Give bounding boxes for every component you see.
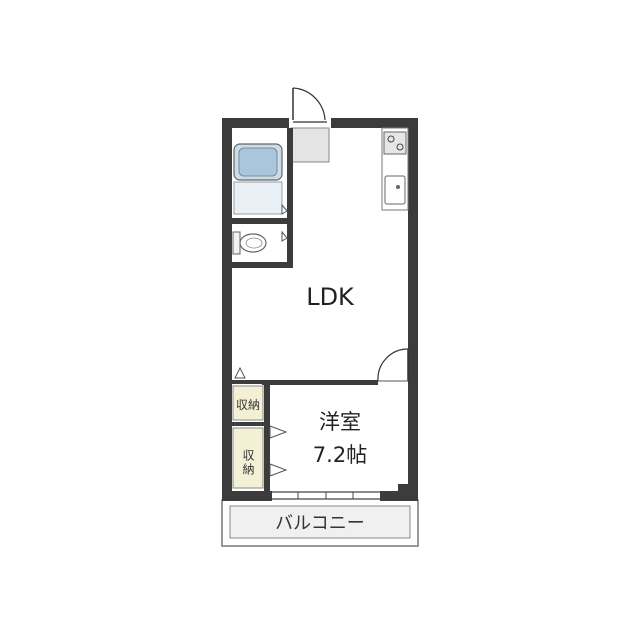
storage-lower-label: 収納	[241, 449, 255, 477]
corner-column	[398, 484, 408, 492]
bathroom	[233, 143, 288, 215]
bath-block-walls	[232, 128, 293, 268]
storage-lower: 収納	[232, 425, 288, 489]
storage-upper-label: 収納	[236, 398, 260, 412]
entrance	[290, 87, 330, 163]
storage-upper: 収納	[232, 385, 264, 421]
bathtub-icon	[233, 143, 283, 181]
balcony-window	[272, 489, 380, 503]
opening-marker-icon	[234, 366, 246, 379]
western-room-door	[377, 348, 409, 382]
balcony-label: バルコニー	[275, 513, 365, 534]
western-room-size: 7.2帖	[313, 443, 367, 467]
entrance-door	[292, 87, 326, 121]
ldk-label: LDK	[306, 283, 355, 311]
western-room: 洋室 7.2帖	[313, 410, 367, 467]
toilet-room	[232, 230, 288, 255]
western-room-name: 洋室	[319, 410, 361, 434]
toilet-icon	[232, 231, 267, 255]
kitchen	[381, 127, 409, 211]
balcony: バルコニー	[221, 499, 419, 547]
interior-walls	[232, 378, 408, 491]
sink-icon	[384, 175, 406, 205]
stove-icon	[383, 131, 407, 155]
